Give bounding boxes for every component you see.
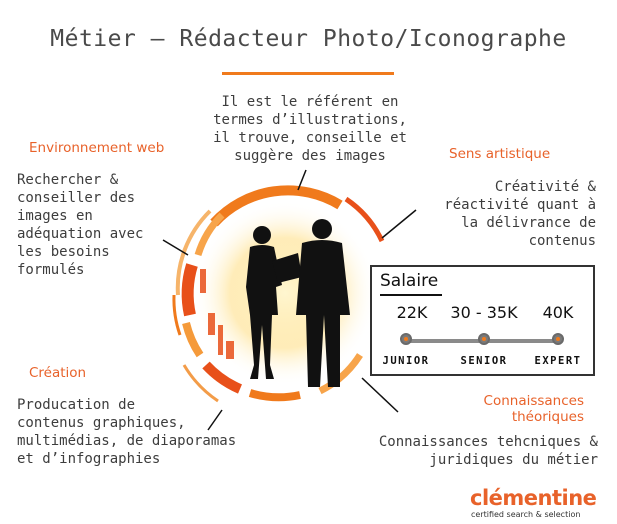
heading-creation: Création <box>29 365 87 381</box>
salary-marker-expert <box>552 333 564 345</box>
heading-sens-artistique: Sens artistique <box>449 146 551 162</box>
page-title: Métier – Rédacteur Photo/Iconographe <box>50 26 567 52</box>
text-connaissances: Connaissances tehcniques & juridiques du… <box>378 434 598 468</box>
heading-environnement-web: Environnement web <box>29 140 165 156</box>
role-description: Il est le référent en termes d’illustrat… <box>213 94 407 164</box>
logo-tagline: certified search & selection <box>471 510 581 519</box>
title-underline <box>222 72 394 75</box>
salary-marker-junior <box>400 333 412 345</box>
salary-value-expert: 40K <box>542 303 574 322</box>
salary-level-junior: JUNIOR <box>382 355 430 367</box>
text-creation: Producation de contenus graphiques, mult… <box>17 397 237 467</box>
heading-connaissances: Connaissances théoriques <box>483 393 584 425</box>
salary-panel: Salaire 22K 30 - 35K 40K JUNIOR SENIOR E… <box>370 265 595 376</box>
salary-marker-senior <box>478 333 490 345</box>
salary-title-underline <box>380 294 442 296</box>
text-environnement-web: Rechercher & conseiller des images en ad… <box>17 172 144 278</box>
text-sens-artistique: Créativité & réactivité quant à la déliv… <box>444 179 596 249</box>
orange-rings-illustration <box>172 185 385 403</box>
clementine-logo: clémentine <box>470 486 597 510</box>
salary-level-senior: SENIOR <box>460 355 508 367</box>
salary-level-expert: EXPERT <box>534 355 582 367</box>
salary-value-senior: 30 - 35K <box>450 303 518 322</box>
salary-title: Salaire <box>380 271 439 291</box>
salary-value-junior: 22K <box>396 303 428 322</box>
